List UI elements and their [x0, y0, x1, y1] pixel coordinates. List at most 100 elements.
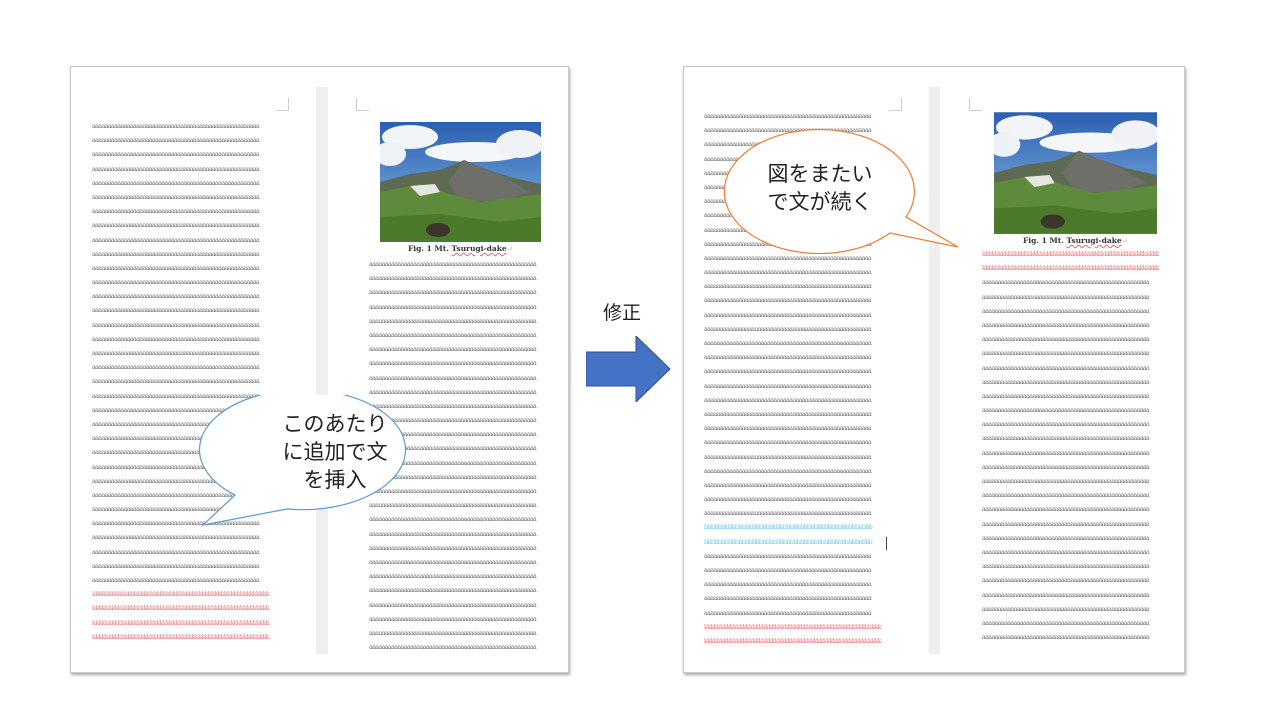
- text-line[interactable]: aaaaaaaaaaaaaaaaaaaaaaaaaaaaaaaaaaaaaaaa…: [982, 378, 1150, 386]
- text-line[interactable]: aaaaaaaaaaaaaaaaaaaaaaaaaaaaaaaaaaaaaaaa…: [369, 459, 537, 467]
- text-line[interactable]: aaaaaaaaaaaaaaaaaaaaaaaaaaaaaaaaaaaaaaaa…: [982, 619, 1150, 627]
- text-line[interactable]: aaaaaaaaaaaaaaaaaaaaaaaaaaaaaaaaaaaaaaaa…: [92, 449, 260, 457]
- text-line[interactable]: aaaaaaaaaaaaaaaaaaaaaaaaaaaaaaaaaaaaaaaa…: [92, 435, 260, 443]
- text-line[interactable]: aaaaaaaaaaaaaaaaaaaaaaaaaaaaaaaaaaaaaaaa…: [704, 567, 872, 574]
- text-line[interactable]: aaaaaaaaaaaaaaaaaaaaaaaaaaaaaaaaaaaaaaaa…: [369, 615, 537, 623]
- text-line[interactable]: aaaaaaaaaaaaaaaaaaaaaaaaaaaaaaaaaaaaaaaa…: [369, 346, 537, 354]
- text-line[interactable]: aaaaaaaaaaaaaaaaaaaaaaaaaaaaaaaaaaaaaaaa…: [982, 478, 1150, 485]
- text-line[interactable]: aaaaaaaaaaaaaaaaaaaaaaaaaaaaaaaaaaaaaaaa…: [704, 311, 872, 319]
- text-line[interactable]: aaaaaaaaaaaaaaaaaaaaaaaaaaaaaaaaaaaaaaaa…: [982, 307, 1150, 315]
- right-page-text[interactable]: kkkkkkkkkkkkkkkkkkkkkkkkkkkkkkkkkkkkkkkk…: [982, 248, 1165, 645]
- text-line[interactable]: aaaaaaaaaaaaaaaaaaaaaaaaaaaaaaaaaaaaaaaa…: [92, 264, 260, 272]
- text-line[interactable]: aaaaaaaaaaaaaaaaaaaaaaaaaaaaaaaaaaaaaaaa…: [704, 481, 872, 489]
- text-line[interactable]: aaaaaaaaaaaaaaaaaaaaaaaaaaaaaaaaaaaaaaaa…: [704, 368, 872, 376]
- text-line[interactable]: aaaaaaaaaaaaaaaaaaaaaaaaaaaaaaaaaaaaaaaa…: [704, 254, 872, 262]
- text-line[interactable]: aaaaaaaaaaaaaaaaaaaaaaaaaaaaaaaaaaaaaaaa…: [92, 335, 260, 343]
- text-line[interactable]: aaaaaaaaaaaaaaaaaaaaaaaaaaaaaaaaaaaaaaaa…: [369, 317, 537, 325]
- text-line[interactable]: aaaaaaaaaaaaaaaaaaaaaaaaaaaaaaaaaaaaaaaa…: [92, 236, 260, 244]
- text-line[interactable]: kkkkkkkkkkkkkkkkkkkkkkkkkkkkkkkkkkkkkkkk…: [982, 265, 1159, 273]
- text-line[interactable]: aaaaaaaaaaaaaaaaaaaaaaaaaaaaaaaaaaaaaaaa…: [982, 321, 1150, 329]
- text-line[interactable]: aaaaaaaaaaaaaaaaaaaaaaaaaaaaaaaaaaaaaaaa…: [92, 562, 260, 570]
- text-line[interactable]: aaaaaaaaaaaaaaaaaaaaaaaaaaaaaaaaaaaaaaaa…: [982, 534, 1150, 542]
- text-line[interactable]: aaaaaaaaaaaaaaaaaaaaaaaaaaaaaaaaaaaaaaaa…: [92, 548, 260, 556]
- text-line[interactable]: aaaaaaaaaaaaaaaaaaaaaaaaaaaaaaaaaaaaaaaa…: [92, 350, 260, 357]
- text-line[interactable]: aaaaaaaaaaaaaaaaaaaaaaaaaaaaaaaaaaaaaaaa…: [92, 307, 260, 315]
- text-line[interactable]: aaaaaaaaaaaaaaaaaaaaaaaaaaaaaaaaaaaaaaaa…: [369, 275, 537, 283]
- text-line[interactable]: aaaaaaaaaaaaaaaaaaaaaaaaaaaaaaaaaaaaaaaa…: [982, 520, 1150, 528]
- text-line[interactable]: aaaaaaaaaaaaaaaaaaaaaaaaaaaaaaaaaaaaaaaa…: [92, 364, 260, 372]
- text-line[interactable]: aaaaaaaaaaaaaaaaaaaaaaaaaaaaaaaaaaaaaaaa…: [982, 293, 1150, 301]
- text-line[interactable]: aaaaaaaaaaaaaaaaaaaaaaaaaaaaaaaaaaaaaaaa…: [704, 340, 872, 347]
- text-line[interactable]: aaaaaaaaaaaaaaaaaaaaaaaaaaaaaaaaaaaaaaaa…: [704, 609, 872, 617]
- text-line[interactable]: aaaaaaaaaaaaaaaaaaaaaaaaaaaaaaaaaaaaaaaa…: [369, 331, 537, 339]
- text-line[interactable]: aaaaaaaaaaaaaaaaaaaaaaaaaaaaaaaaaaaaaaaa…: [982, 563, 1150, 571]
- right-page-text[interactable]: aaaaaaaaaaaaaaaaaaaaaaaaaaaaaaaaaaaaaaaa…: [369, 258, 549, 655]
- text-line[interactable]: aaaaaaaaaaaaaaaaaaaaaaaaaaaaaaaaaaaaaaaa…: [704, 496, 872, 504]
- text-line[interactable]: aaaaaaaaaaaaaaaaaaaaaaaaaaaaaaaaaaaaaaaa…: [982, 350, 1150, 358]
- text-line[interactable]: aaaaaaaaaaaaaaaaaaaaaaaaaaaaaaaaaaaaaaaa…: [982, 492, 1150, 500]
- text-line[interactable]: aaaaaaaaaaaaaaaaaaaaaaaaaaaaaaaaaaaaaaaa…: [92, 406, 260, 414]
- text-line[interactable]: aaaaaaaaaaaaaaaaaaaaaaaaaaaaaaaaaaaaaaaa…: [92, 179, 260, 187]
- text-line[interactable]: aaaaaaaaaaaaaaaaaaaaaaaaaaaaaaaaaaaaaaaa…: [92, 491, 260, 499]
- text-line[interactable]: aaaaaaaaaaaaaaaaaaaaaaaaaaaaaaaaaaaaaaaa…: [92, 506, 260, 514]
- text-line[interactable]: aaaaaaaaaaaaaaaaaaaaaaaaaaaaaaaaaaaaaaaa…: [982, 506, 1150, 514]
- text-line[interactable]: aaaaaaaaaaaaaaaaaaaaaaaaaaaaaaaaaaaaaaaa…: [704, 467, 872, 475]
- text-line[interactable]: aaaaaaaaaaaaaaaaaaaaaaaaaaaaaaaaaaaaaaaa…: [704, 269, 872, 277]
- text-line[interactable]: aaaaaaaaaaaaaaaaaaaaaaaaaaaaaaaaaaaaaaaa…: [92, 279, 260, 287]
- text-line[interactable]: aaaaaaaaaaaaaaaaaaaaaaaaaaaaaaaaaaaaaaaa…: [369, 445, 537, 453]
- text-line[interactable]: aaaaaaaaaaaaaaaaaaaaaaaaaaaaaaaaaaaaaaaa…: [369, 488, 537, 495]
- text-line[interactable]: aaaaaaaaaaaaaaaaaaaaaaaaaaaaaaaaaaaaaaaa…: [369, 601, 537, 609]
- text-line[interactable]: bbbbbbbbbbbbbbbbbbbbbbbbbbbbbbbbbbbbbbbb…: [704, 524, 873, 532]
- text-line[interactable]: aaaaaaaaaaaaaaaaaaaaaaaaaaaaaaaaaaaaaaaa…: [704, 127, 872, 135]
- text-line[interactable]: aaaaaaaaaaaaaaaaaaaaaaaaaaaaaaaaaaaaaaaa…: [982, 605, 1150, 613]
- text-line[interactable]: aaaaaaaaaaaaaaaaaaaaaaaaaaaaaaaaaaaaaaaa…: [704, 382, 872, 390]
- text-line[interactable]: aaaaaaaaaaaaaaaaaaaaaaaaaaaaaaaaaaaaaaaa…: [369, 388, 537, 396]
- text-line[interactable]: aaaaaaaaaaaaaaaaaaaaaaaaaaaaaaaaaaaaaaaa…: [704, 439, 872, 447]
- text-line[interactable]: aaaaaaaaaaaaaaaaaaaaaaaaaaaaaaaaaaaaaaaa…: [92, 534, 260, 542]
- text-line[interactable]: aaaaaaaaaaaaaaaaaaaaaaaaaaaaaaaaaaaaaaaa…: [704, 396, 872, 404]
- text-line[interactable]: aaaaaaaaaaaaaaaaaaaaaaaaaaaaaaaaaaaaaaaa…: [92, 520, 260, 528]
- text-line[interactable]: aaaaaaaaaaaaaaaaaaaaaaaaaaaaaaaaaaaaaaaa…: [369, 473, 537, 481]
- text-line[interactable]: aaaaaaaaaaaaaaaaaaaaaaaaaaaaaaaaaaaaaaaa…: [982, 392, 1150, 400]
- text-line[interactable]: aaaaaaaaaaaaaaaaaaaaaaaaaaaaaaaaaaaaaaaa…: [369, 502, 537, 510]
- text-line[interactable]: aaaaaaaaaaaaaaaaaaaaaaaaaaaaaaaaaaaaaaaa…: [369, 402, 537, 410]
- text-line[interactable]: aaaaaaaaaaaaaaaaaaaaaaaaaaaaaaaaaaaaaaaa…: [982, 449, 1150, 457]
- text-line[interactable]: aaaaaaaaaaaaaaaaaaaaaaaaaaaaaaaaaaaaaaaa…: [369, 573, 537, 581]
- text-line[interactable]: aaaaaaaaaaaaaaaaaaaaaaaaaaaaaaaaaaaaaaaa…: [982, 364, 1150, 372]
- text-line[interactable]: aaaaaaaaaaaaaaaaaaaaaaaaaaaaaaaaaaaaaaaa…: [92, 222, 260, 230]
- text-line[interactable]: kkkkkkkkkkkkkkkkkkkkkkkkkkkkkkkkkkkkkkkk…: [704, 637, 881, 645]
- text-line[interactable]: kkkkkkkkkkkkkkkkkkkkkkkkkkkkkkkkkkkkkkkk…: [92, 633, 269, 641]
- text-line[interactable]: aaaaaaaaaaaaaaaaaaaaaaaaaaaaaaaaaaaaaaaa…: [92, 137, 260, 145]
- text-line[interactable]: aaaaaaaaaaaaaaaaaaaaaaaaaaaaaaaaaaaaaaaa…: [369, 417, 537, 425]
- text-line[interactable]: aaaaaaaaaaaaaaaaaaaaaaaaaaaaaaaaaaaaaaaa…: [92, 250, 260, 258]
- text-line[interactable]: aaaaaaaaaaaaaaaaaaaaaaaaaaaaaaaaaaaaaaaa…: [92, 577, 260, 584]
- text-line[interactable]: aaaaaaaaaaaaaaaaaaaaaaaaaaaaaaaaaaaaaaaa…: [982, 435, 1150, 443]
- text-line[interactable]: aaaaaaaaaaaaaaaaaaaaaaaaaaaaaaaaaaaaaaaa…: [369, 261, 537, 268]
- text-line[interactable]: aaaaaaaaaaaaaaaaaaaaaaaaaaaaaaaaaaaaaaaa…: [704, 510, 872, 518]
- text-line[interactable]: aaaaaaaaaaaaaaaaaaaaaaaaaaaaaaaaaaaaaaaa…: [92, 165, 260, 173]
- text-line[interactable]: aaaaaaaaaaaaaaaaaaaaaaaaaaaaaaaaaaaaaaaa…: [92, 321, 260, 329]
- text-line[interactable]: aaaaaaaaaaaaaaaaaaaaaaaaaaaaaaaaaaaaaaaa…: [704, 552, 872, 560]
- text-line[interactable]: aaaaaaaaaaaaaaaaaaaaaaaaaaaaaaaaaaaaaaaa…: [369, 558, 537, 566]
- text-line[interactable]: aaaaaaaaaaaaaaaaaaaaaaaaaaaaaaaaaaaaaaaa…: [369, 530, 537, 538]
- text-line[interactable]: aaaaaaaaaaaaaaaaaaaaaaaaaaaaaaaaaaaaaaaa…: [92, 378, 260, 386]
- text-line[interactable]: aaaaaaaaaaaaaaaaaaaaaaaaaaaaaaaaaaaaaaaa…: [704, 354, 872, 362]
- text-line[interactable]: aaaaaaaaaaaaaaaaaaaaaaaaaaaaaaaaaaaaaaaa…: [982, 421, 1150, 429]
- text-line[interactable]: aaaaaaaaaaaaaaaaaaaaaaaaaaaaaaaaaaaaaaaa…: [369, 644, 537, 652]
- left-page-text[interactable]: aaaaaaaaaaaaaaaaaaaaaaaaaaaaaaaaaaaaaaaa…: [92, 120, 275, 645]
- text-line[interactable]: aaaaaaaaaaaaaaaaaaaaaaaaaaaaaaaaaaaaaaaa…: [704, 453, 872, 461]
- text-line[interactable]: kkkkkkkkkkkkkkkkkkkkkkkkkkkkkkkkkkkkkkkk…: [704, 623, 881, 631]
- text-line[interactable]: aaaaaaaaaaaaaaaaaaaaaaaaaaaaaaaaaaaaaaaa…: [704, 581, 872, 589]
- text-line[interactable]: aaaaaaaaaaaaaaaaaaaaaaaaaaaaaaaaaaaaaaaa…: [704, 325, 872, 333]
- text-line[interactable]: aaaaaaaaaaaaaaaaaaaaaaaaaaaaaaaaaaaaaaaa…: [704, 297, 872, 305]
- text-line[interactable]: kkkkkkkkkkkkkkkkkkkkkkkkkkkkkkkkkkkkkkkk…: [982, 251, 1159, 258]
- text-line[interactable]: aaaaaaaaaaaaaaaaaaaaaaaaaaaaaaaaaaaaaaaa…: [704, 410, 872, 418]
- text-line[interactable]: aaaaaaaaaaaaaaaaaaaaaaaaaaaaaaaaaaaaaaaa…: [982, 591, 1150, 599]
- text-line[interactable]: aaaaaaaaaaaaaaaaaaaaaaaaaaaaaaaaaaaaaaaa…: [982, 634, 1150, 642]
- text-line[interactable]: aaaaaaaaaaaaaaaaaaaaaaaaaaaaaaaaaaaaaaaa…: [369, 289, 537, 297]
- text-line[interactable]: aaaaaaaaaaaaaaaaaaaaaaaaaaaaaaaaaaaaaaaa…: [92, 193, 260, 201]
- text-line[interactable]: aaaaaaaaaaaaaaaaaaaaaaaaaaaaaaaaaaaaaaaa…: [982, 577, 1150, 585]
- text-line[interactable]: aaaaaaaaaaaaaaaaaaaaaaaaaaaaaaaaaaaaaaaa…: [982, 407, 1150, 415]
- text-line[interactable]: bbbbbbbbbbbbbbbbbbbbbbbbbbbbbbbbbbbbbbbb…: [704, 538, 873, 546]
- text-line[interactable]: aaaaaaaaaaaaaaaaaaaaaaaaaaaaaaaaaaaaaaaa…: [369, 303, 537, 311]
